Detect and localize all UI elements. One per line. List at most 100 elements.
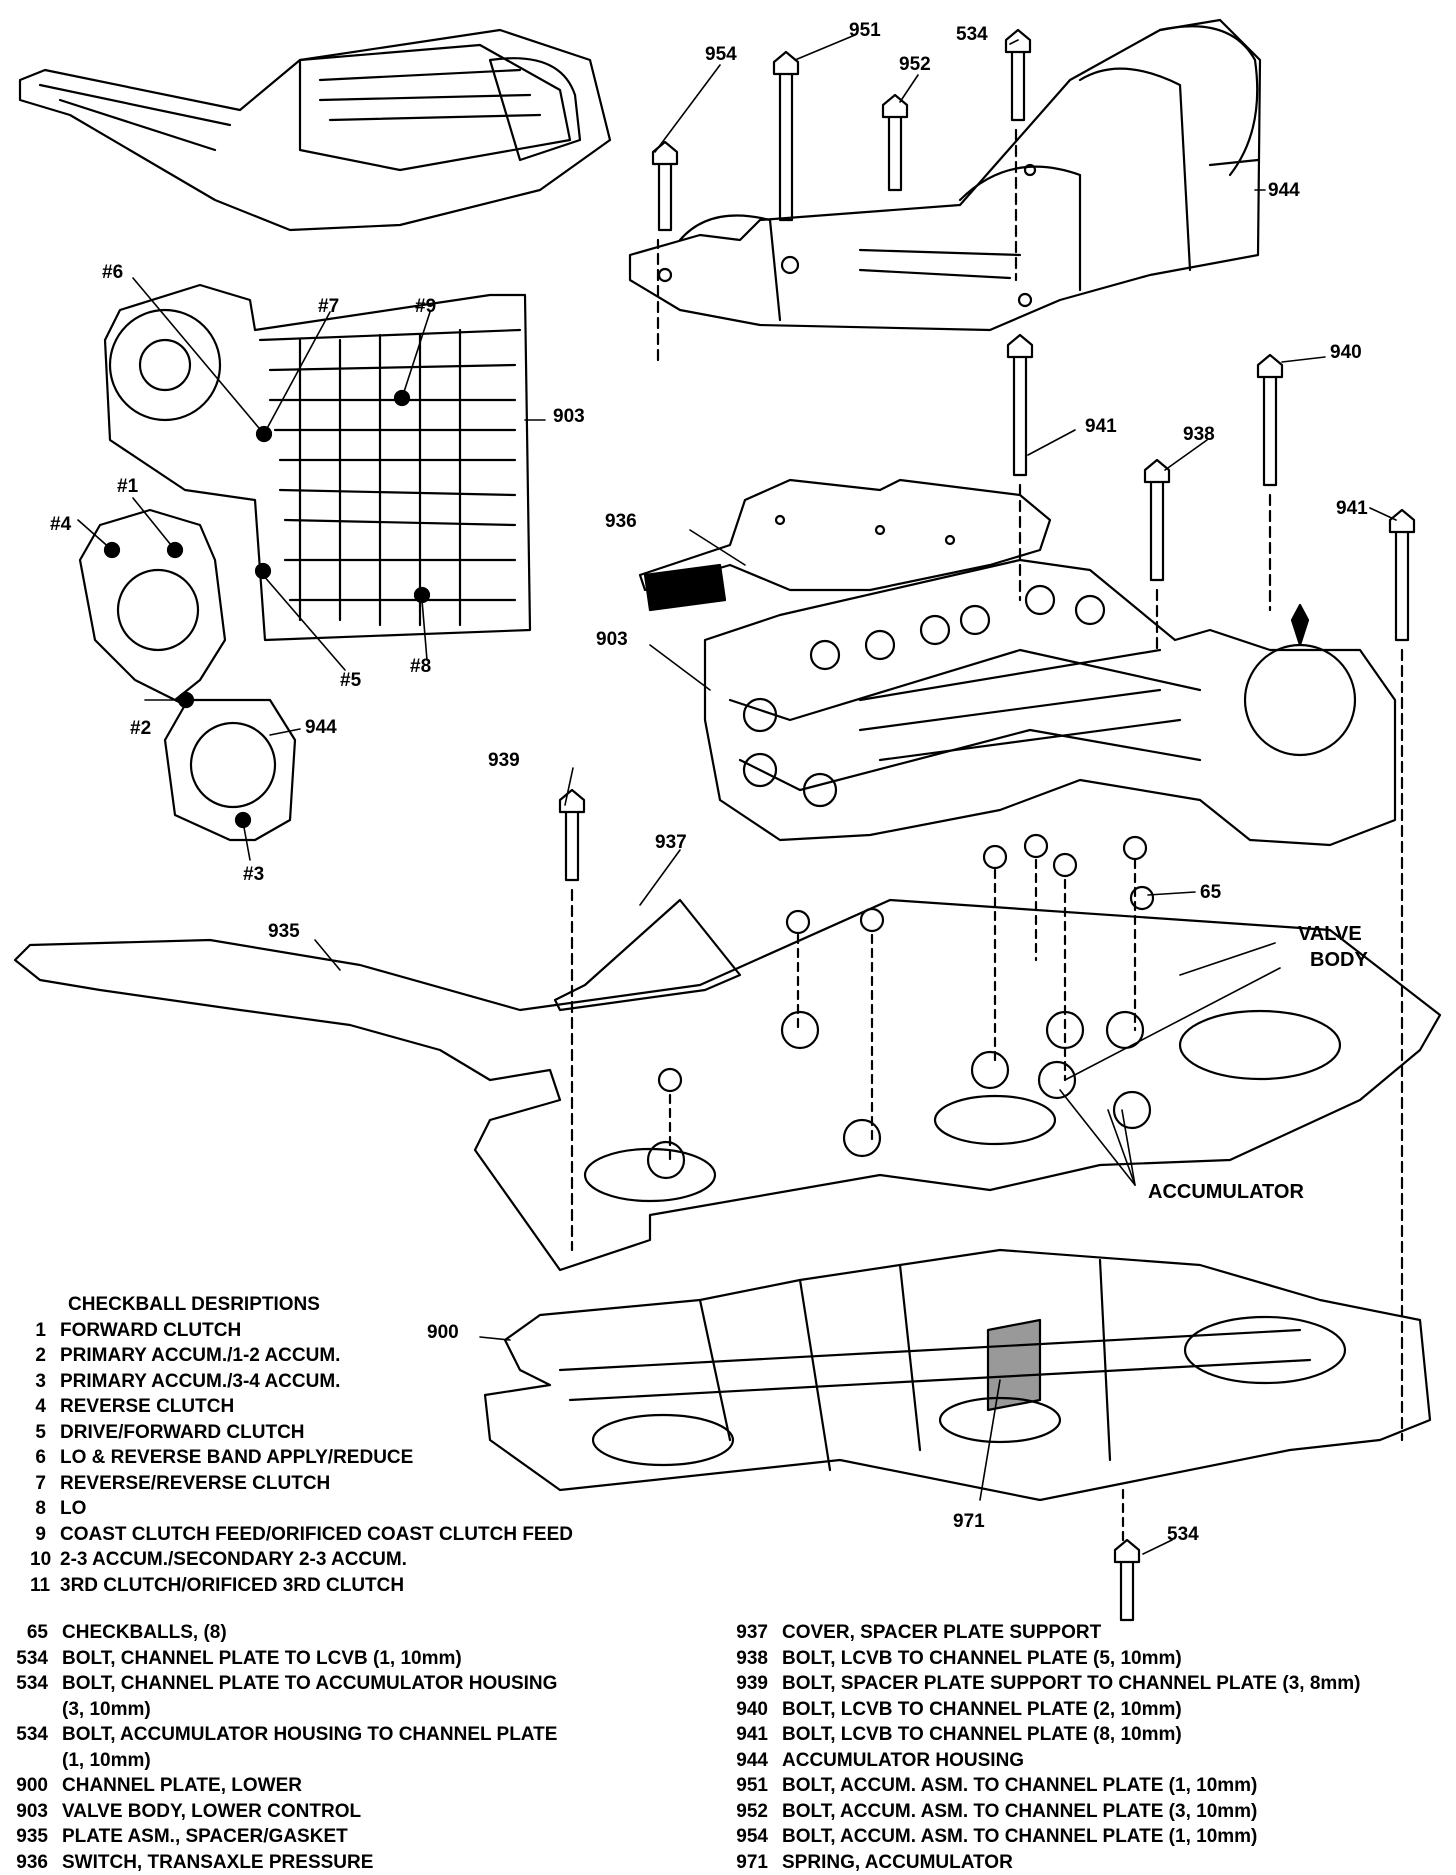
valve-body-illustration [705, 560, 1395, 845]
accumulator-label: ACCUMULATOR [1148, 1181, 1304, 1203]
valve-body-label-line2: BODY [1310, 949, 1368, 971]
checkball-description: DRIVE/FORWARD CLUTCH [46, 1420, 305, 1446]
callout-938: 938 [1183, 424, 1215, 445]
checkball-marker-5: #5 [340, 670, 362, 691]
checkball-description: 3RD CLUTCH/ORIFICED 3RD CLUTCH [46, 1573, 404, 1599]
part-description: BOLT, CHANNEL PLATE TO ACCUMULATOR HOUSI… [48, 1671, 557, 1697]
checkball-legend-title: CHECKBALL DESRIPTIONS [30, 1292, 573, 1318]
callout-935: 935 [268, 921, 300, 942]
callout-534-bottom: 534 [1167, 1524, 1199, 1545]
lower-channel-plate-illustration [485, 1250, 1430, 1620]
checkball-number: 8 [30, 1496, 46, 1522]
checkball-number: 4 [30, 1394, 46, 1420]
part-number: 944 [718, 1748, 768, 1774]
part-description: BOLT, SPACER PLATE SUPPORT TO CHANNEL PL… [768, 1671, 1361, 1697]
checkball-description: REVERSE/REVERSE CLUTCH [46, 1471, 330, 1497]
part-description: BOLT, LCVB TO CHANNEL PLATE (5, 10mm) [768, 1646, 1182, 1672]
part-description: COVER, SPACER PLATE SUPPORT [768, 1620, 1101, 1646]
part-description: (3, 10mm) [0, 1697, 151, 1723]
left-plate-illustration [105, 285, 530, 640]
part-description: ACCUMULATOR HOUSING [768, 1748, 1024, 1774]
part-number: 534 [0, 1646, 48, 1672]
valve-body-label-line1: VALVE [1298, 923, 1362, 945]
part-number: 938 [718, 1646, 768, 1672]
callout-971: 971 [953, 1511, 985, 1532]
part-row: (1, 10mm) [0, 1748, 557, 1774]
part-number: 935 [0, 1824, 48, 1850]
part-row: (3, 10mm) [0, 1697, 557, 1723]
part-description: SWITCH, TRANSAXLE PRESSURE [48, 1850, 373, 1875]
checkball-number: 3 [30, 1369, 46, 1395]
part-description: CHANNEL PLATE, LOWER [48, 1773, 302, 1799]
callout-937: 937 [655, 832, 687, 853]
checkball-number: 9 [30, 1522, 46, 1548]
checkball-description: LO [46, 1496, 86, 1522]
part-number: 937 [718, 1620, 768, 1646]
checkball-marker-9: #9 [415, 296, 436, 317]
part-description: BOLT, ACCUM. ASM. TO CHANNEL PLATE (1, 1… [768, 1824, 1257, 1850]
callout-940: 940 [1330, 342, 1362, 363]
callout-936: 936 [605, 511, 637, 532]
checkball-number: 10 [30, 1547, 46, 1573]
part-number: 903 [0, 1799, 48, 1825]
pressure-switch-illustration [640, 480, 1050, 610]
checkballs-illustration [659, 835, 1153, 1160]
checkball-marker-8: #8 [410, 656, 431, 677]
part-number: 940 [718, 1697, 768, 1723]
part-number: 65 [0, 1620, 48, 1646]
part-description: BOLT, ACCUM. ASM. TO CHANNEL PLATE (3, 1… [768, 1799, 1257, 1825]
part-description: SPRING, ACCUMULATOR [768, 1850, 1013, 1875]
checkball-number: 5 [30, 1420, 46, 1446]
part-number: 534 [0, 1671, 48, 1697]
part-description: (1, 10mm) [0, 1748, 151, 1774]
callout-944-top: 944 [1268, 180, 1300, 201]
part-number: 952 [718, 1799, 768, 1825]
part-description: BOLT, LCVB TO CHANNEL PLATE (8, 10mm) [768, 1722, 1182, 1748]
checkball-description: REVERSE CLUTCH [46, 1394, 234, 1420]
part-description: CHECKBALLS, (8) [48, 1620, 227, 1646]
part-number: 900 [0, 1773, 48, 1799]
callout-65: 65 [1200, 882, 1222, 903]
checkball-marker-1: #1 [117, 476, 139, 497]
checkball-marker-7: #7 [318, 296, 339, 317]
checkball-number: 2 [30, 1343, 46, 1369]
checkball-marker-6: #6 [102, 262, 123, 283]
checkball-number: 11 [30, 1573, 46, 1599]
part-number: 534 [0, 1722, 48, 1748]
checkball-marker-3: #3 [243, 864, 264, 885]
callout-903-plate: 903 [553, 406, 585, 427]
callout-951: 951 [849, 20, 881, 41]
checkball-description: PRIMARY ACCUM./1-2 ACCUM. [46, 1343, 340, 1369]
part-description: BOLT, ACCUM. ASM. TO CHANNEL PLATE (1, 1… [768, 1773, 1257, 1799]
callout-952: 952 [899, 54, 931, 75]
part-number: 939 [718, 1671, 768, 1697]
checkball-description: LO & REVERSE BAND APPLY/REDUCE [46, 1445, 413, 1471]
